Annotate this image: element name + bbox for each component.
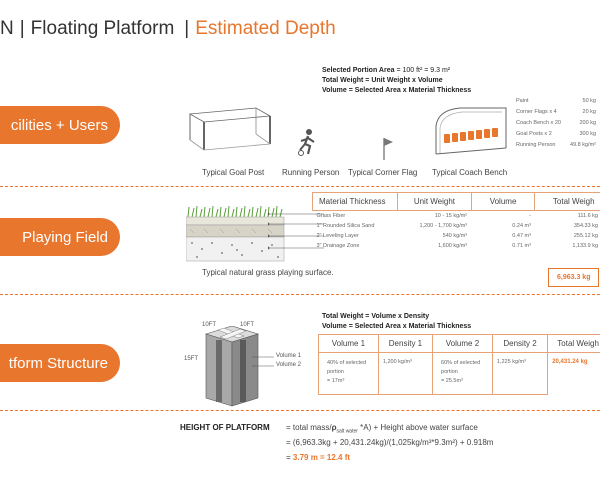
column-header: Density 1 bbox=[377, 334, 434, 353]
table-row: 2" Leveling Layer 540 kg/m³ 0.47 m³ 255.… bbox=[316, 233, 599, 239]
field-table-wrapper: Material Thickness Unit Weight Volume To… bbox=[311, 192, 600, 251]
table-row: Grass Fiber 10 - 15 kg/m² - 111.6 kg bbox=[316, 213, 599, 219]
column-header: Volume 2 bbox=[432, 334, 493, 353]
title-separator-2: | bbox=[184, 18, 190, 39]
title-separator: | bbox=[19, 18, 25, 39]
goal-post-illustration bbox=[188, 107, 272, 151]
corner-flag-icon bbox=[383, 138, 393, 160]
table-row: 3" Drainage Zone 1,600 kg/m³ 0.71 m³ 1,1… bbox=[316, 243, 599, 249]
height-formula-line-2: = (6,963.3kg + 20,431.24kg)/(1,025kg/m³*… bbox=[286, 438, 494, 447]
section-divider bbox=[0, 294, 600, 295]
platform-structure-illustration bbox=[204, 326, 260, 407]
page-title: N|Floating Platform|Estimated Depth bbox=[0, 18, 336, 40]
dim-side: 15FT bbox=[184, 356, 199, 362]
facilities-formula: Selected Portion Area = 100 ft² = 9.3 m²… bbox=[322, 66, 592, 96]
caption-corner-flag: Typical Corner Flag bbox=[348, 168, 418, 177]
formula-weight-line: Total Weight = Unit Weight x Volume bbox=[322, 77, 443, 84]
field-total-weight: 6,963.3 kg bbox=[548, 268, 600, 287]
platform-structure-pill-label: tform Structure bbox=[8, 354, 108, 372]
volume-1-label: Volume 1 bbox=[276, 353, 302, 359]
field-leader-lines bbox=[268, 212, 324, 250]
height-result: 3.79 m = 12.4 ft bbox=[292, 453, 351, 462]
caption-coach-bench: Typical Coach Bench bbox=[432, 168, 508, 177]
field-caption: Typical natural grass playing surface. bbox=[202, 268, 334, 277]
column-header: Unit Weight bbox=[397, 192, 472, 211]
volume-2-cell: 60% of selected portion = 25.5m³ bbox=[432, 352, 493, 395]
dim-top-left: 10FT bbox=[202, 322, 217, 328]
formula-volume-line: Volume = Selected Area x Material Thickn… bbox=[322, 87, 472, 94]
column-header: Volume 1 bbox=[318, 334, 379, 353]
structure-formula: Total Weight = Volume x Density Volume =… bbox=[322, 312, 592, 332]
structure-weight-line: Total Weight = Volume x Density bbox=[322, 313, 430, 320]
platform-structure-pill: tform Structure bbox=[0, 344, 120, 382]
height-of-platform-label: HEIGHT OF PLATFORM bbox=[180, 423, 270, 432]
table-row: 1" Rounded Silica Sand 1,200 - 1,700 kg/… bbox=[316, 223, 599, 229]
field-table-header: Material Thickness Unit Weight Volume To… bbox=[311, 192, 600, 211]
formula-area-line: Selected Portion Area = 100 ft² = 9.3 m² bbox=[322, 66, 592, 76]
density-2-cell: 1,225 kg/m³ bbox=[491, 352, 549, 395]
structure-table-wrapper: Volume 1 Density 1 Volume 2 Density 2 To… bbox=[318, 334, 600, 395]
dim-top-right: 10FT bbox=[240, 322, 255, 328]
structure-total-weight: 20,431.24 kg bbox=[552, 359, 588, 365]
column-header: Density 2 bbox=[491, 334, 549, 353]
title-main: Floating Platform bbox=[30, 18, 175, 39]
table-row: 40% of selected portion = 17m³ 1,200 kg/… bbox=[318, 352, 600, 395]
column-header: Material Thickness bbox=[311, 192, 399, 211]
title-prefix: N bbox=[0, 18, 14, 39]
section-divider bbox=[0, 410, 600, 411]
facilities-pill: cilities + Users bbox=[0, 106, 120, 144]
formula-area-value: = 100 ft² = 9.3 m² bbox=[394, 67, 451, 74]
running-person-icon bbox=[298, 129, 315, 156]
height-formula-line-1: = total mass/ρsalt water *A) + Height ab… bbox=[286, 423, 478, 435]
formula-area-label: Selected Portion Area bbox=[322, 67, 395, 74]
caption-goal-post: Typical Goal Post bbox=[202, 168, 265, 177]
structure-volume-line: Volume = Selected Area x Material Thickn… bbox=[322, 323, 472, 330]
density-1-cell: 1,200 kg/m³ bbox=[377, 352, 434, 395]
structure-table-header: Volume 1 Density 1 Volume 2 Density 2 To… bbox=[318, 334, 600, 353]
title-subtitle: Estimated Depth bbox=[195, 18, 336, 39]
playing-field-pill: Playing Field bbox=[0, 218, 120, 256]
column-header: Volume bbox=[470, 192, 536, 211]
facilities-pill-label: cilities + Users bbox=[10, 116, 108, 134]
column-header: Total Weigh bbox=[534, 192, 600, 211]
column-header: Total Weigh bbox=[547, 334, 600, 353]
height-formula-line-3: = 3.79 m = 12.4 ft bbox=[286, 453, 351, 462]
coach-bench-illustration bbox=[435, 107, 507, 155]
volume-1-cell: 40% of selected portion = 17m³ bbox=[318, 352, 379, 395]
playing-field-pill-label: Playing Field bbox=[22, 228, 108, 246]
structure-table: Volume 1 Density 1 Volume 2 Density 2 To… bbox=[318, 334, 600, 395]
field-table: Material Thickness Unit Weight Volume To… bbox=[311, 192, 600, 251]
section-divider bbox=[0, 186, 600, 187]
volume-leader-lines bbox=[252, 356, 274, 367]
caption-running-person: Running Person bbox=[282, 168, 340, 177]
volume-2-label: Volume 2 bbox=[276, 362, 302, 368]
